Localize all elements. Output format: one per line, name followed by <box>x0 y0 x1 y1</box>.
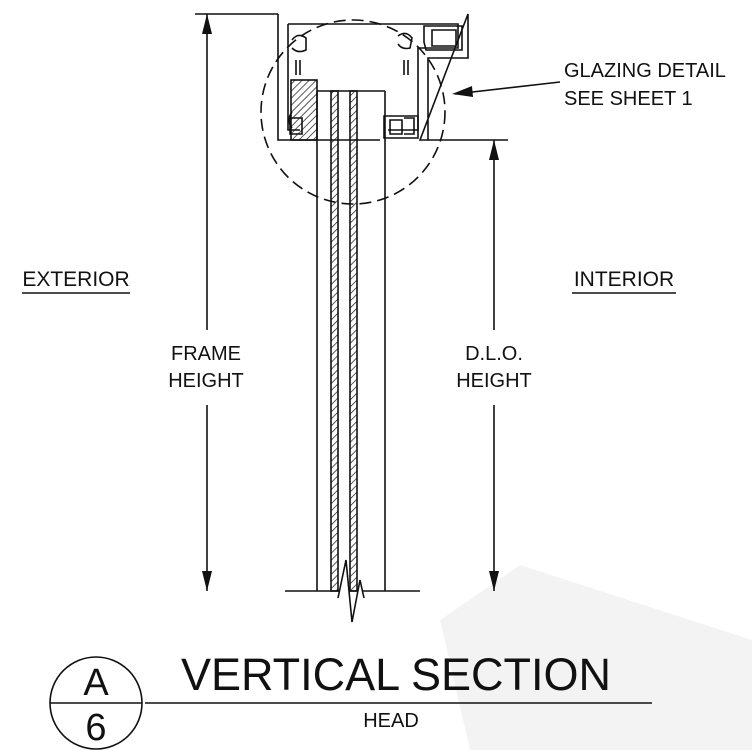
title-text: VERTICAL SECTION <box>181 649 611 700</box>
sheet-number: 6 <box>85 707 106 749</box>
subtitle-text: HEAD <box>363 710 419 732</box>
exterior-label: EXTERIOR <box>22 268 129 291</box>
frame-height-label-line1: FRAME <box>171 343 241 365</box>
break-line <box>337 559 365 623</box>
interior-label: INTERIOR <box>574 268 674 291</box>
frame-height-dimension <box>202 14 212 591</box>
detail-letter: A <box>83 662 109 704</box>
dlo-height-label-line1: D.L.O. <box>465 343 523 365</box>
glazing-clip <box>423 25 463 51</box>
dlo-height-dimension <box>489 140 499 591</box>
detail-bubble <box>49 656 143 750</box>
glass-unit <box>316 90 386 592</box>
glazing-detail-circle <box>260 19 446 205</box>
callout-leader <box>452 81 561 97</box>
callout-label-line1: GLAZING DETAIL <box>564 60 726 82</box>
head-frame-profile <box>277 13 469 141</box>
frame-height-label-line2: HEIGHT <box>168 370 244 392</box>
exterior-gasket <box>290 79 318 141</box>
callout-label-line2: SEE SHEET 1 <box>564 88 693 110</box>
interior-glazing-stop <box>383 115 419 139</box>
dlo-height-label-line2: HEIGHT <box>456 370 532 392</box>
